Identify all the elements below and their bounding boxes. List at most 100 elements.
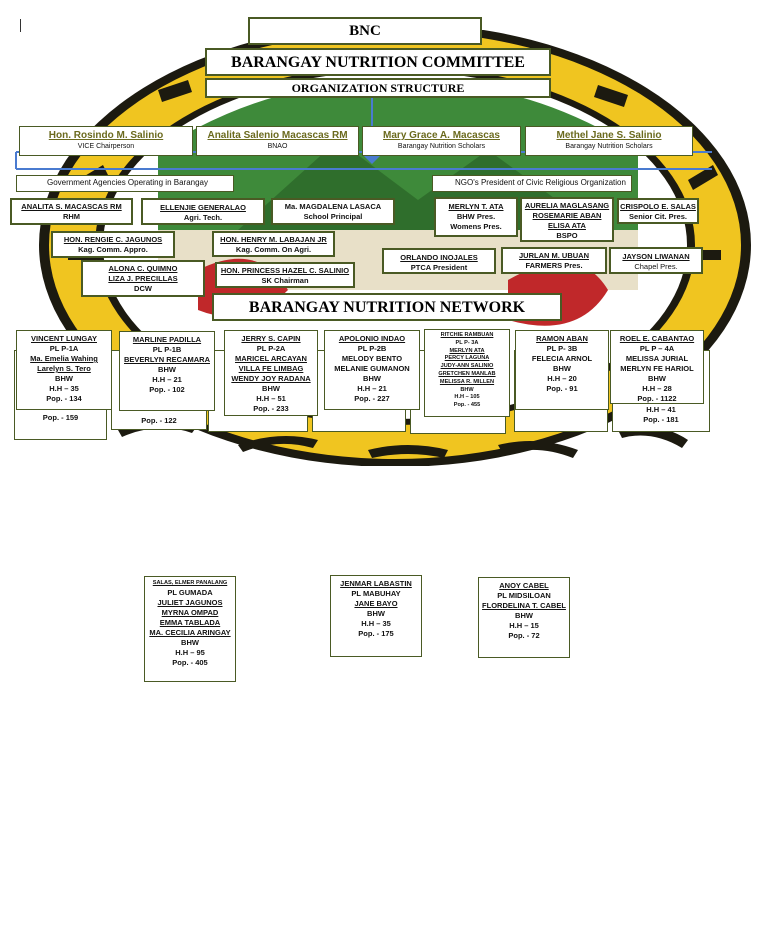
leader-name: MARLINE PADILLA — [132, 335, 202, 344]
member-school-principal: Ma. MAGDALENA LASACA School Principal — [271, 198, 395, 225]
member-sk-chairman: HON. PRINCESS HAZEL C. SALINIO SK Chairm… — [215, 262, 355, 288]
hh-value: H.H – 15 — [509, 621, 539, 630]
member-name: ROSEMARIE ABAN — [532, 211, 602, 220]
bhw-name: FELECIA ARNOL — [531, 354, 593, 363]
member-name: ORLANDO INOJALES — [400, 253, 478, 262]
pop-value: Pop. - 175 — [358, 629, 394, 638]
ngo-label: NGO's President of Civic Religious Organ… — [432, 175, 632, 192]
hh-value: H.H – 20 — [547, 374, 577, 383]
member-name: JURLAN M. UBUAN — [519, 251, 589, 260]
member-role: School Principal — [303, 212, 363, 221]
member-name: LIZA J. PRECILLAS — [108, 274, 178, 283]
bhw-name: GRETCHEN MANLAB — [438, 370, 496, 377]
network-back-pop: H.H – 41 Pop. - 181 — [612, 405, 710, 430]
member-name: ELISA ATA — [548, 221, 586, 230]
bhw-name: WENDY JOY RADANA — [231, 374, 311, 383]
purok-label: PL P- 3B — [546, 344, 578, 353]
member-bspo: AURELIA MAGLASANG ROSEMARIE ABAN ELISA A… — [520, 197, 614, 242]
bhw-name: MERLYN ATA — [449, 347, 485, 354]
network-back-pop: Pop. - 159 — [14, 410, 107, 440]
bhw-label: BHW — [363, 374, 381, 383]
pop-value: Pop. - 1122 — [637, 394, 677, 403]
member-role: Senior Cit. Pres. — [629, 212, 687, 221]
hh-value: H.H – 21 — [152, 375, 182, 384]
network-title: BARANGAY NUTRITION NETWORK — [212, 293, 562, 321]
bhw-label: BHW — [181, 637, 199, 647]
pop-value: Pop. - 233 — [253, 404, 289, 413]
purok-label: PL P-1B — [152, 345, 182, 354]
pop-value: Pop. - 122 — [141, 416, 177, 425]
network-cell-p3b: RAMON ABAN PL P- 3B FELECIA ARNOL BHW H.… — [515, 330, 609, 410]
bhw-name: VILLA FE LIMBAG — [238, 364, 304, 373]
member-role: Womens Pres. — [450, 222, 502, 231]
member-role: BHW Pres. — [456, 212, 496, 221]
network-cell-p4a: ROEL E. CABANTAO PL P – 4A MELISSA JURIA… — [610, 330, 704, 404]
member-kag-agri: HON. HENRY M. LABAJAN JR Kag. Comm. On A… — [212, 231, 335, 257]
bhw-label: BHW — [553, 364, 571, 373]
member-rhm: ANALITA S. MACASCAS RM RHM — [10, 198, 133, 225]
bhw-name: JANE BAYO — [354, 599, 398, 608]
bhw-name: MELODY BENTO — [341, 354, 403, 363]
text-cursor — [20, 19, 21, 32]
purok-label: PL P- 3A — [455, 339, 479, 346]
pop-value: Pop. - 227 — [354, 394, 390, 403]
purok-label: PL P-1A — [49, 344, 79, 353]
bhw-name: JULIET JAGUNOS — [157, 597, 223, 607]
bhw-name: MA. CECILIA ARINGAY — [149, 627, 231, 637]
member-role: Kag. Comm. Appro. — [78, 245, 148, 254]
bhw-name: MELANIE GUMANON — [334, 364, 410, 373]
hh-value: H.H – 35 — [361, 619, 391, 628]
member-farmers: JURLAN M. UBUAN FARMERS Pres. — [501, 247, 607, 274]
network-cell-p1a: VINCENT LUNGAY PL P-1A Ma. Emelia Wahing… — [16, 330, 112, 410]
officer-name: Methel Jane S. Salinio — [556, 130, 662, 141]
purok-label: PL P-2B — [357, 344, 387, 353]
network-cell-gumada: SALAS, ELMER PANALANG PL GUMADA JULIET J… — [144, 576, 236, 682]
member-role: PTCA President — [410, 263, 468, 272]
bhw-label: BHW — [460, 386, 474, 393]
member-name: HON. HENRY M. LABAJAN JR — [220, 235, 327, 244]
member-role: Agri. Tech. — [183, 213, 223, 222]
network-cell-p2a: JERRY S. CAPIN PL P-2A MARICEL ARCAYAN V… — [224, 330, 318, 416]
purok-label: PL P – 4A — [639, 344, 675, 353]
bhw-name: FLORDELINA T. CABEL — [482, 601, 566, 610]
officer-role: VICE Chairperson — [77, 143, 135, 150]
bnc-title: BNC — [248, 17, 482, 45]
officer-bnao: Analita Salenio Macascas RM BNAO — [196, 126, 359, 156]
pop-value: Pop. - 181 — [643, 415, 679, 424]
purok-label: PL MIDSILOAN — [497, 591, 551, 600]
leader-name: RAMON ABAN — [536, 334, 588, 343]
member-name: ALONA C. QUIMNO — [108, 264, 178, 273]
officer-vice-chairperson: Hon. Rosindo M. Salinio VICE Chairperson — [19, 126, 193, 156]
member-name: JAYSON LIWANAN — [622, 252, 690, 261]
network-cell-p3a: RITCHIE RAMBUAN PL P- 3A MERLYN ATA PERC… — [424, 329, 510, 417]
member-senior-citizen: CRISPOLO E. SALAS Senior Cit. Pres. — [617, 198, 699, 224]
member-role: SK Chairman — [261, 276, 309, 285]
committee-title: BARANGAY NUTRITION COMMITTEE — [205, 48, 551, 76]
member-agri-tech: ELLENJIE GENERALAO Agri. Tech. — [141, 198, 265, 225]
member-name: HON. PRINCESS HAZEL C. SALINIO — [220, 266, 350, 275]
member-name: AURELIA MAGLASANG — [524, 201, 610, 210]
officer-bns-1: Mary Grace A. Macascas Barangay Nutritio… — [362, 126, 521, 156]
network-cell-p1b: MARLINE PADILLA PL P-1B BEVERLYN RECAMAR… — [119, 331, 215, 411]
member-name: ANALITA S. MACASCAS RM — [21, 202, 122, 211]
member-dcw: ALONA C. QUIMNO LIZA J. PRECILLAS DCW — [81, 260, 205, 297]
bhw-label: BHW — [55, 374, 73, 383]
officer-role: BNAO — [267, 143, 288, 150]
network-cell-mabuhay: JENMAR LABASTIN PL MABUHAY JANE BAYO BHW… — [330, 575, 422, 657]
purok-label: PL GUMADA — [167, 587, 213, 597]
bhw-label: BHW — [648, 374, 666, 383]
member-role: Kag. Comm. On Agri. — [235, 245, 312, 254]
leader-name: ANOY CABEL — [499, 581, 549, 590]
leader-name: VINCENT LUNGAY — [31, 334, 97, 343]
leader-name: APOLONIO INDAO — [338, 334, 406, 343]
purok-label: PL MABUHAY — [351, 589, 401, 598]
member-role: FARMERS Pres. — [525, 261, 583, 270]
network-cell-midsiloan: ANOY CABEL PL MIDSILOAN FLORDELINA T. CA… — [478, 577, 570, 658]
bhw-name: EMMA TABLADA — [159, 617, 221, 627]
hh-value: H.H – 28 — [642, 384, 672, 393]
bhw-label: BHW — [515, 611, 533, 620]
pop-value: Pop. - 91 — [546, 384, 578, 393]
member-role: BSPO — [556, 231, 578, 240]
bhw-name: MELISSA JURIAL — [625, 354, 689, 363]
pop-value: Pop. - 134 — [46, 394, 82, 403]
